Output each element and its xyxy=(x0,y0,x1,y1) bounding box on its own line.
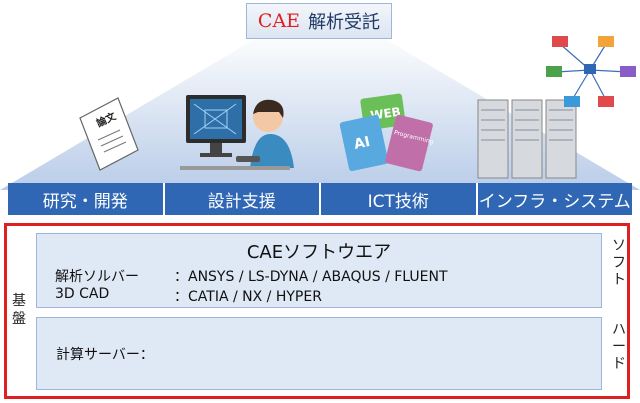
book-ai: AI xyxy=(353,134,372,153)
category-research: 研究・開発 xyxy=(42,191,128,212)
foundation-label: 基盤 xyxy=(12,293,26,327)
engineer-icon xyxy=(180,95,294,170)
category-infra: インフラ・システム xyxy=(475,183,633,215)
paper-icon: 論文 xyxy=(79,97,139,171)
category-band: 研究・開発 設計支援 ICT技術 インフラ・システム xyxy=(8,183,632,215)
network-icon xyxy=(546,36,636,107)
hardware-panel xyxy=(36,317,602,390)
software-side-label: ソフト xyxy=(612,238,626,288)
cad-value: ：CATIA / NX / HYPER xyxy=(174,289,322,305)
category-design: 設計支援 xyxy=(162,183,320,215)
cad-label: 3D CAD xyxy=(55,286,110,302)
books-icon: WEB AI Programming xyxy=(339,93,434,172)
solver-label: 解析ソルバー xyxy=(55,269,139,285)
server-rack-icon xyxy=(477,99,577,179)
category-ict: ICT技術 xyxy=(319,183,476,215)
title-cae: CAE xyxy=(257,10,301,32)
hardware-side-label: ハード xyxy=(612,322,626,372)
software-panel xyxy=(36,233,602,308)
software-title: CAEソフトウエア xyxy=(246,242,392,263)
solver-value: ：ANSYS / LS-DYNA / ABAQUS / FLUENT xyxy=(174,269,448,285)
compute-server-label: 計算サーバー： xyxy=(56,347,154,363)
foundation-frame xyxy=(4,223,630,399)
title-banner: CAE 解析受託 xyxy=(246,3,392,39)
title-text: 解析受託 xyxy=(308,12,381,33)
